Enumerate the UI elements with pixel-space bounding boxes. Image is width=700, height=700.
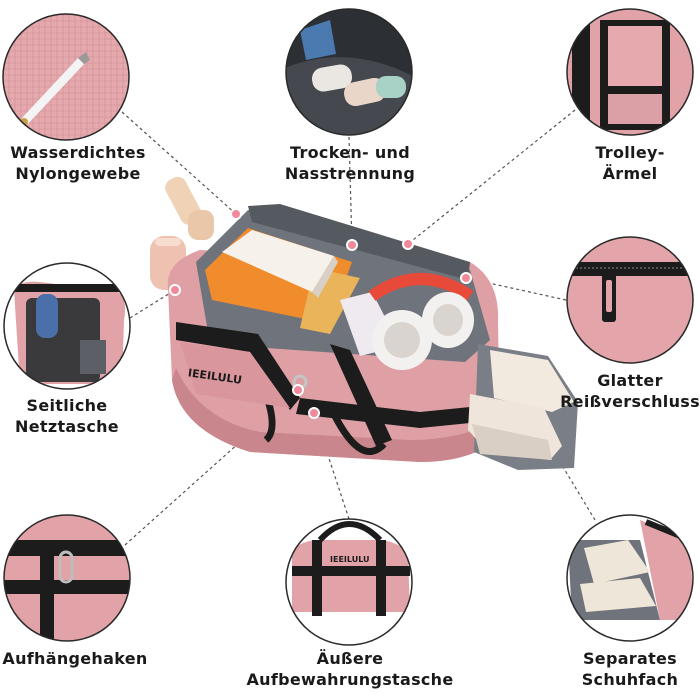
label-line: Aufhängehaken [2, 649, 148, 668]
label-line: Äußere [316, 649, 384, 668]
umbrella-icon [165, 176, 214, 240]
label-line: Ärmel [602, 164, 658, 183]
label-line: Trocken- und [289, 143, 411, 162]
label-line: Wasserdichtes [10, 143, 146, 162]
label-line: Glatter [597, 371, 663, 390]
label-line: Aufbewahrungstasche [246, 670, 454, 689]
label-line: Nylongewebe [15, 164, 141, 183]
feature-label-smooth-zipper: Glatter Reißverschluss [560, 370, 700, 412]
feature-label-wet-dry-separation: Trocken- und Nasstrennung [270, 142, 430, 184]
label-line: Seitliche [26, 396, 108, 415]
label-line: Reißverschluss [560, 392, 700, 411]
headphones-icon [368, 273, 474, 370]
detail-circle-waterproof-nylon [3, 14, 129, 140]
detail-circle-shoe-compartment [567, 515, 693, 641]
feature-markers [169, 208, 472, 419]
detail-circle-smooth-zipper [567, 237, 693, 363]
duffel-bag-main: IEEILULU [150, 176, 578, 470]
label-line: Trolley- [595, 143, 665, 162]
label-line: Separates [582, 649, 678, 668]
feature-label-shoe-compartment: Separates Schuhfach [570, 648, 690, 690]
detail-circle-outer-storage-pocket: IEEILULU [286, 519, 412, 645]
feature-label-outer-storage-pocket: Äußere Aufbewahrungstasche [240, 648, 460, 690]
detail-circle-side-mesh-pocket [4, 263, 130, 389]
feature-label-trolley-sleeve: Trolley- Ärmel [570, 142, 690, 184]
detail-circle-wet-dry-separation [286, 9, 412, 135]
label-line: Nasstrennung [284, 164, 416, 183]
detail-circle-trolley-sleeve [567, 9, 693, 135]
label-line: Netztasche [15, 417, 119, 436]
feature-label-side-mesh-pocket: Seitliche Netztasche [0, 395, 134, 437]
feature-label-hanging-hook: Aufhängehaken [0, 648, 150, 669]
brand-logo-small: IEEILULU [330, 555, 370, 564]
detail-circle-hanging-hook [4, 515, 130, 641]
feature-label-waterproof-nylon: Wasserdichtes Nylongewebe [0, 142, 156, 184]
label-line: Schuhfach [581, 670, 679, 689]
